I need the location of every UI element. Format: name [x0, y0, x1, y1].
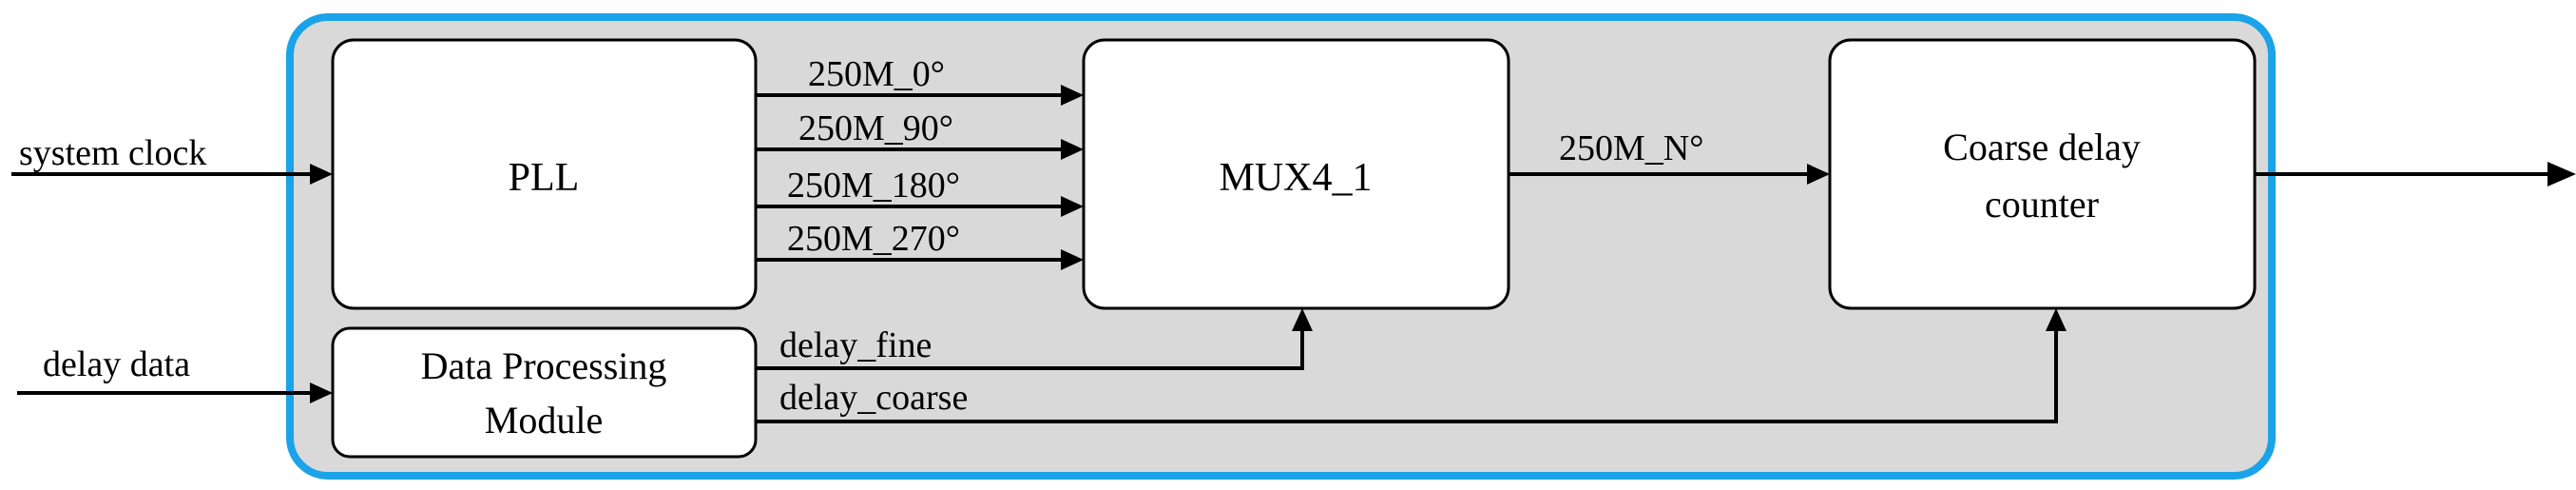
data-processing-block: [331, 326, 758, 459]
delay-fine-wire: [756, 325, 1304, 370]
pll-output-label-180: 250M_180°: [787, 166, 960, 206]
pll-output-label-270: 250M_270°: [787, 219, 960, 259]
system-clock-label: system clock: [19, 133, 206, 173]
system-clock-arrowhead: [310, 164, 333, 185]
counter-output-arrowhead: [2547, 162, 2576, 186]
pll-out-180-arrowhead: [1061, 196, 1084, 217]
delay-fine-arrowhead: [1292, 308, 1313, 331]
coarse-delay-counter-block: [1828, 38, 2257, 310]
pll-output-label-0: 250M_0°: [808, 54, 945, 94]
mux-output-label: 250M_N°: [1559, 128, 1703, 168]
mux-label: MUX4_1: [1219, 156, 1372, 200]
delay-coarse-arrowhead: [2046, 308, 2067, 331]
data-processing-label-line2: Module: [485, 399, 603, 441]
delay-coarse-label: delay_coarse: [779, 378, 968, 418]
delay-fine-label: delay_fine: [779, 325, 932, 365]
pll-output-label-90: 250M_90°: [798, 108, 953, 148]
data-processing-label-line1: Data Processing: [421, 344, 667, 387]
delay-data-arrowhead: [310, 382, 333, 403]
coarse-counter-label-line2: counter: [1985, 183, 2099, 225]
delay-coarse-wire: [756, 325, 2058, 423]
wires: [11, 85, 2576, 423]
pll-out-270-arrowhead: [1061, 249, 1084, 270]
coarse-counter-label-line1: Coarse delay: [1943, 126, 2141, 168]
pll-label: PLL: [509, 156, 580, 200]
pll-out-0-arrowhead: [1061, 85, 1084, 106]
mux-output-arrowhead: [1807, 164, 1830, 185]
pll-out-90-arrowhead: [1061, 139, 1084, 160]
delay-data-label: delay data: [43, 344, 190, 384]
